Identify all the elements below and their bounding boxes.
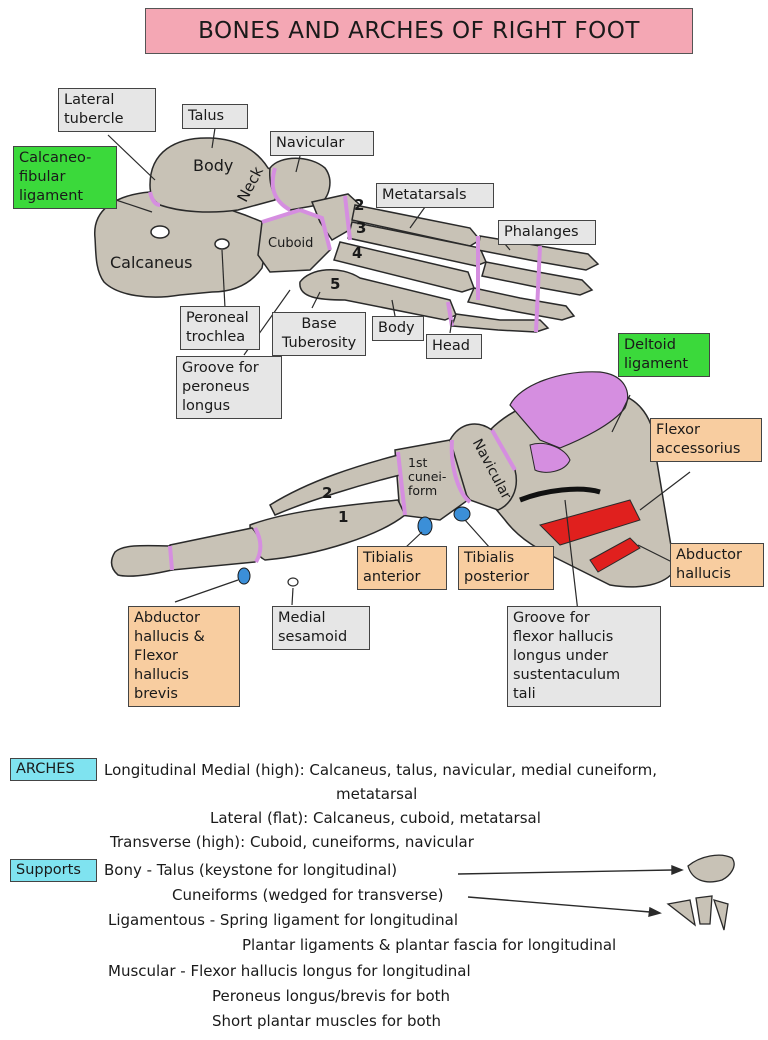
label-medial-sesamoid: Medial sesamoid bbox=[272, 606, 370, 650]
label-tibialis-posterior: Tibialis posterior bbox=[458, 546, 554, 590]
medial-proximal-phalanx bbox=[166, 528, 260, 570]
label-tibialis-anterior: Tibialis anterior bbox=[357, 546, 447, 590]
label-peroneal-trochlea: Peroneal trochlea bbox=[180, 306, 260, 350]
arches-line-4: Transverse (high): Cuboid, cuneiforms, n… bbox=[110, 833, 474, 852]
label-calcaneofibular-ligament: Calcaneo- fibular ligament bbox=[13, 146, 117, 209]
metatarsal-number-5: 5 bbox=[330, 275, 340, 293]
label-deltoid-ligament: Deltoid ligament bbox=[618, 333, 710, 377]
arches-line-3: Lateral (flat): Calcaneus, cuboid, metat… bbox=[210, 809, 541, 828]
arches-line-1: Longitudinal Medial (high): Calcaneus, t… bbox=[104, 761, 657, 780]
talus-keystone-sketch bbox=[688, 855, 734, 882]
label-phalanges: Phalanges bbox=[498, 220, 596, 245]
label-flexor-accessorius: Flexor accessorius bbox=[650, 418, 762, 462]
medial-cuneiform-text: 1st cunei- form bbox=[408, 456, 446, 498]
label-groove-flexor-hallucis-longus: Groove for flexor hallucis longus under … bbox=[507, 606, 661, 707]
label-navicular: Navicular bbox=[270, 131, 374, 156]
label-base-tuberosity: Base Tuberosity bbox=[272, 312, 366, 356]
lateral-cuboid-text: Cuboid bbox=[268, 234, 313, 253]
lateral-calcaneus-text: Calcaneus bbox=[110, 253, 192, 272]
arches-line-2: metatarsal bbox=[336, 785, 417, 804]
arches-badge: ARCHES bbox=[10, 758, 97, 781]
supports-badge: Supports bbox=[10, 859, 97, 882]
label-head: Head bbox=[426, 334, 482, 359]
phalanx-row-4 bbox=[452, 314, 548, 332]
support-arrows bbox=[458, 866, 682, 916]
label-metatarsals: Metatarsals bbox=[376, 183, 494, 208]
label-body: Body bbox=[372, 316, 424, 341]
metatarsal-number-3: 3 bbox=[356, 219, 366, 237]
metatarsal-number-2: 2 bbox=[354, 196, 364, 214]
supports-line-3: Ligamentous - Spring ligament for longit… bbox=[108, 911, 458, 930]
label-abductor-hallucis: Abductor hallucis bbox=[670, 543, 764, 587]
cuneiform-wedges-sketch bbox=[668, 896, 728, 930]
medial-number-1: 1 bbox=[338, 508, 348, 526]
phalanx-row-3 bbox=[468, 288, 574, 320]
lateral-body-text: Body bbox=[193, 156, 233, 175]
supports-line-5: Muscular - Flexor hallucis longus for lo… bbox=[108, 962, 471, 981]
supports-line-1: Bony - Talus (keystone for longitudinal) bbox=[104, 861, 397, 880]
medial-distal-phalanx bbox=[112, 546, 172, 577]
sesamoid-marker bbox=[288, 578, 298, 586]
label-abductor-hallucis-flexor-hallucis-brevis: Abductor hallucis & Flexor hallucis brev… bbox=[128, 606, 240, 707]
supports-line-2: Cuneiforms (wedged for transverse) bbox=[172, 886, 443, 905]
supports-line-6: Peroneus longus/brevis for both bbox=[212, 987, 450, 1006]
label-groove-peroneus-longus: Groove for peroneus longus bbox=[176, 356, 282, 419]
label-lateral-tubercle: Lateral tubercle bbox=[58, 88, 156, 132]
metatarsal-number-4: 4 bbox=[352, 244, 362, 262]
supports-line-7: Short plantar muscles for both bbox=[212, 1012, 441, 1031]
supports-line-4: Plantar ligaments & plantar fascia for l… bbox=[242, 936, 616, 955]
medial-number-2: 2 bbox=[322, 484, 332, 502]
label-talus: Talus bbox=[182, 104, 248, 129]
